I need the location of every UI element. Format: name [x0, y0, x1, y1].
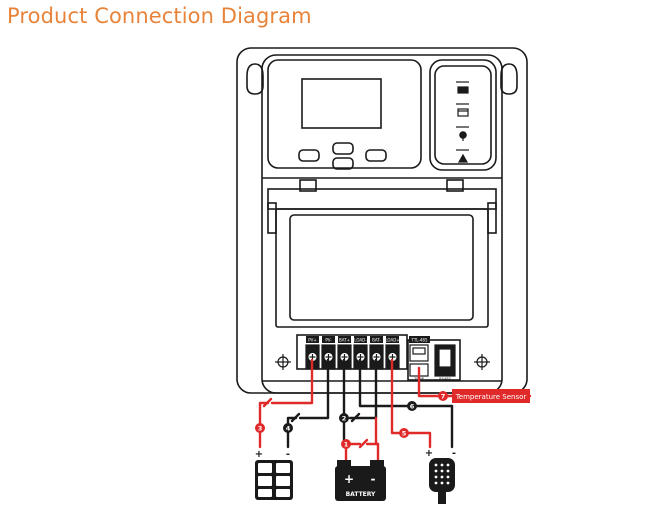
button-left[interactable] — [298, 149, 320, 162]
terminal-block — [296, 334, 408, 370]
step-markers: 1 2 3 4 5 6 7 — [255, 391, 448, 449]
step-label-2: 2 — [342, 415, 347, 423]
step-marker-7 — [438, 391, 448, 401]
battery-minus-sign: - — [371, 472, 376, 486]
step-marker-5 — [399, 428, 409, 438]
terminal-label-pv-pos: PV+ — [308, 338, 317, 343]
port-label-ttl-485: TTL-485 — [410, 338, 428, 343]
step-marker-4 — [283, 423, 293, 433]
display-panel — [267, 59, 422, 169]
bulb-icon — [459, 131, 467, 139]
step-marker-1 — [341, 439, 351, 449]
port-label-rs485: RS485 — [439, 377, 451, 381]
step-label-5: 5 — [402, 430, 407, 438]
load-minus-sign: - — [452, 448, 456, 459]
step-label-1: 1 — [344, 441, 349, 449]
comm-ports: TEMP RS485 — [409, 344, 456, 381]
battery-icon — [457, 86, 469, 94]
terminal-label-bat-neg: BAT- — [372, 338, 381, 343]
battery-plus-sign: + — [344, 472, 354, 486]
step-label-7: 7 — [441, 393, 446, 401]
wire-load-pos — [390, 358, 432, 449]
step-label-4: 4 — [286, 425, 291, 433]
lcd-screen — [301, 78, 382, 129]
step-label-6: 6 — [410, 403, 415, 411]
wire-bat-neg — [348, 358, 378, 420]
step-marker-2 — [339, 413, 349, 423]
mounting-screws — [275, 354, 490, 370]
solar-panel: + - — [255, 449, 293, 500]
indicator-panel — [429, 59, 497, 171]
step-marker-3 — [255, 423, 265, 433]
button-right[interactable] — [365, 149, 387, 162]
page-title: Product Connection Diagram — [7, 4, 312, 28]
step-marker-6 — [407, 401, 417, 411]
window-icon — [457, 108, 469, 117]
lamp-icon — [429, 458, 455, 492]
battery: + - BATTERY — [335, 460, 386, 501]
status-indicators — [456, 81, 469, 163]
screw-left — [275, 354, 291, 370]
temperature-sensor-callout: Temperature Sensor — [452, 389, 530, 403]
indicator-panel-inner — [434, 65, 492, 165]
solar-minus-sign: - — [286, 449, 290, 460]
warning-icon — [457, 153, 469, 163]
wire-pv-pos — [270, 358, 314, 405]
wire-pv-neg — [298, 358, 330, 420]
port-block — [407, 339, 461, 381]
button-up[interactable] — [332, 142, 354, 155]
cover-window — [289, 214, 474, 321]
terminal-label-bat-pos: BAT+ — [339, 338, 350, 343]
temperature-sensor-label: Temperature Sensor — [455, 393, 527, 401]
terminal-screws — [305, 344, 400, 370]
front-shell — [261, 54, 503, 394]
load-plus-sign: + — [425, 448, 433, 459]
wires — [258, 358, 532, 464]
mount-hole-left — [246, 63, 264, 95]
load-lamp: + - — [425, 448, 456, 504]
terminal-label-load-pos: LOAD+ — [385, 338, 399, 343]
controller-body — [236, 47, 528, 394]
step-label-3: 3 — [258, 425, 263, 433]
terminal-label-pv-neg: PV- — [325, 338, 332, 343]
terminal-label-load-neg: LOAD- — [354, 338, 367, 343]
button-down[interactable] — [332, 157, 354, 170]
screw-right — [474, 354, 490, 370]
battery-label: BATTERY — [346, 491, 376, 498]
control-buttons — [298, 142, 387, 170]
terminal-labels: PV+ PV- BAT+ LOAD- BAT- LOAD+ TTL-485 — [306, 336, 430, 343]
mount-hole-right — [500, 63, 518, 95]
solar-plus-sign: + — [255, 449, 263, 460]
ttl-485-port[interactable] — [409, 344, 429, 362]
battery-icon-large — [335, 466, 386, 501]
wire-load-neg — [358, 358, 454, 449]
terminal-cover — [275, 208, 489, 328]
